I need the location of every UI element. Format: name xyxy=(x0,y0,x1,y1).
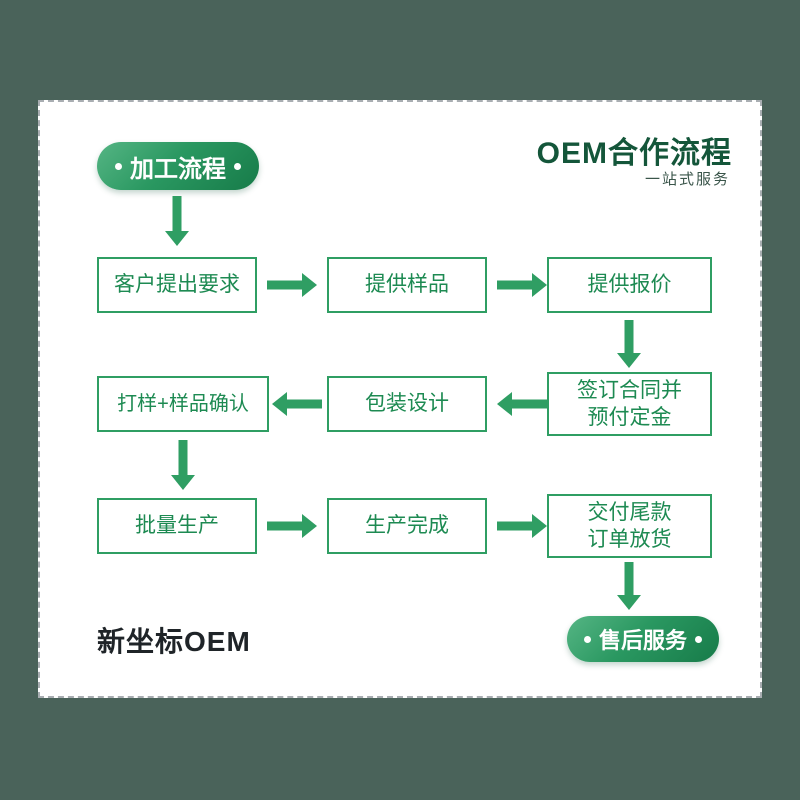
arrow-right-icon xyxy=(267,514,317,538)
arrow-shaft xyxy=(497,280,532,290)
dot-icon xyxy=(583,635,591,643)
arrow-right-icon xyxy=(497,273,547,297)
flow-node-step1: 客户提出要求 xyxy=(97,257,257,313)
dot-icon xyxy=(695,635,702,643)
flow-node-label: 生产完成 xyxy=(365,514,449,538)
arrow-shaft xyxy=(624,562,634,595)
flow-node-label: 签订合同并 xyxy=(577,378,682,402)
arrow-shaft xyxy=(497,521,532,531)
arrow-head xyxy=(617,595,641,610)
arrow-down-icon xyxy=(616,320,642,368)
flow-node-step7: 批量生产 xyxy=(97,498,257,554)
flow-node-step2: 提供样品 xyxy=(327,257,487,313)
flow-node-step6: 打样+样品确认 xyxy=(97,376,269,432)
page-title: OEM合作流程 xyxy=(536,137,732,170)
arrow-head xyxy=(171,475,195,490)
flow-node-step9: 交付尾款 订单放货 xyxy=(547,494,712,558)
end-badge-label: 售后服务 xyxy=(598,628,687,653)
flow-node-label: 订单放货 xyxy=(587,528,672,551)
arrow-shaft xyxy=(178,440,188,475)
arrow-head xyxy=(302,514,317,538)
brand-text: 新坐标OEM xyxy=(97,626,251,657)
dot-icon xyxy=(115,162,122,170)
arrow-right-icon xyxy=(497,514,547,538)
arrow-shaft xyxy=(172,196,182,231)
arrow-shaft xyxy=(267,521,302,531)
flow-node-step4: 签订合同并 预付定金 xyxy=(547,372,712,436)
flow-node-step5: 包装设计 xyxy=(327,376,487,432)
arrow-down-icon xyxy=(616,562,642,610)
end-badge: 售后服务 xyxy=(567,616,719,662)
arrow-shaft xyxy=(512,399,547,409)
flowchart-card: OEM合作流程 一站式服务 加工流程 客户提出要求 提供样品 提供报价 签订合同… xyxy=(38,100,762,698)
flow-node-label: 打样+样品确认 xyxy=(117,393,249,415)
flow-node-label: 交付尾款 xyxy=(587,500,672,524)
flow-node-step8: 生产完成 xyxy=(327,498,487,554)
flow-node-label: 包装设计 xyxy=(365,392,449,416)
arrow-head xyxy=(617,353,641,368)
dot-icon xyxy=(234,162,241,170)
arrow-head xyxy=(302,273,317,297)
start-badge-label: 加工流程 xyxy=(130,155,226,183)
arrow-head xyxy=(272,392,287,416)
start-badge: 加工流程 xyxy=(97,142,259,190)
flow-node-label: 提供样品 xyxy=(365,273,449,297)
arrow-shaft xyxy=(267,280,302,290)
page-subtitle: 一站式服务 xyxy=(644,171,730,188)
arrow-head xyxy=(532,514,547,538)
arrow-left-icon xyxy=(272,392,322,416)
flow-node-step3: 提供报价 xyxy=(547,257,712,313)
arrow-head xyxy=(165,231,189,246)
arrow-down-icon xyxy=(164,196,190,246)
flow-node-label: 预付定金 xyxy=(587,406,672,429)
arrow-right-icon xyxy=(267,273,317,297)
arrow-down-icon xyxy=(170,440,196,490)
flow-node-label: 客户提出要求 xyxy=(114,273,240,297)
arrow-left-icon xyxy=(497,392,547,416)
arrow-shaft xyxy=(287,399,322,409)
flow-node-label: 提供报价 xyxy=(587,273,672,297)
flow-node-label: 批量生产 xyxy=(135,514,219,538)
arrow-shaft xyxy=(624,320,634,353)
arrow-head xyxy=(497,392,512,416)
arrow-head xyxy=(532,273,547,297)
